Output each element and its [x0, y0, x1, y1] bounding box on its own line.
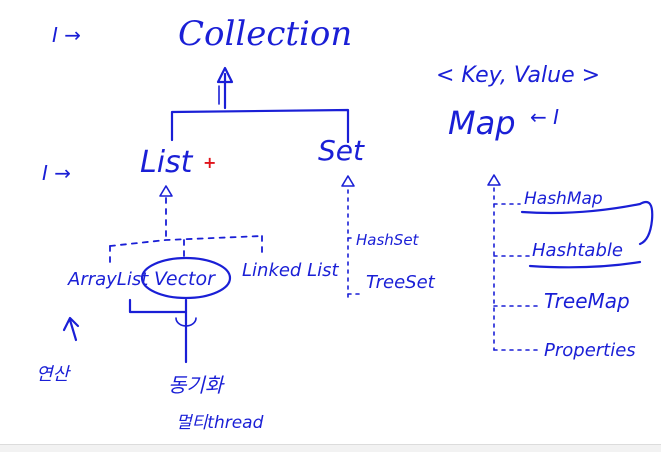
- window-bottom-bar: [0, 444, 661, 452]
- set-triangle-icon: [341, 175, 355, 187]
- hashset-label: HashSet: [356, 231, 420, 249]
- collection-inheritance-arrow: [170, 66, 350, 144]
- vector-highlight-circle: [140, 256, 232, 300]
- treemap-label: TreeMap: [544, 289, 630, 313]
- map-generic-label: < Key, Value >: [436, 63, 600, 88]
- vector-note-connector: [128, 298, 197, 364]
- arraylist-label: ArrayList: [67, 269, 149, 290]
- red-marker: +: [203, 153, 216, 172]
- treeset-label: TreeSet: [366, 272, 436, 293]
- arraylist-note-arrow: [62, 316, 80, 342]
- hashmap-underline: [520, 200, 654, 246]
- interface-marker-top: I →: [52, 23, 81, 47]
- list-triangle-icon: [159, 185, 173, 197]
- list-implementations-lines: [109, 197, 263, 269]
- hashtable-underline: [528, 260, 642, 269]
- list-label: List: [140, 145, 194, 180]
- vector-note-detail: 멀티thread: [176, 413, 264, 433]
- vector-note: 동기화: [168, 373, 225, 397]
- set-label: Set: [318, 134, 365, 167]
- linkedlist-label: Linked List: [242, 260, 339, 281]
- vector-label: Vector: [154, 268, 216, 290]
- map-label: Map: [448, 104, 516, 142]
- arraylist-note: 연산: [36, 364, 72, 385]
- collection-label: Collection: [178, 14, 352, 54]
- hashtable-label: Hashtable: [532, 240, 623, 261]
- interface-marker-list: I →: [42, 161, 71, 185]
- properties-label: Properties: [544, 340, 636, 361]
- set-implementations-lines: [347, 189, 363, 301]
- map-interface-marker: ← I: [530, 105, 559, 129]
- hashmap-label: HashMap: [524, 189, 603, 209]
- map-triangle-icon: [487, 174, 501, 186]
- map-implementations-lines: [493, 187, 541, 351]
